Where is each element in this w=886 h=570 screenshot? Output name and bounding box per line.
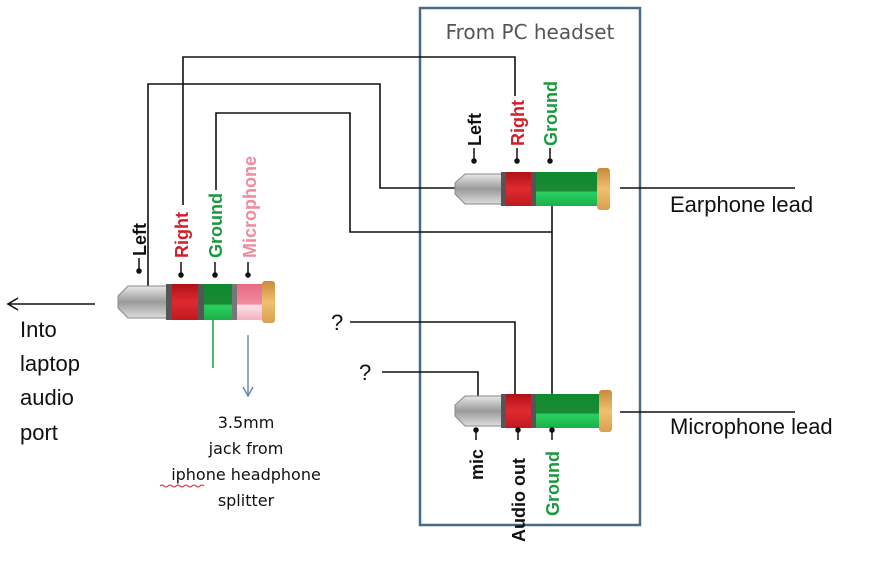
into-laptop-line-4: port <box>20 420 58 445</box>
label-pointers <box>136 148 555 440</box>
into-laptop-line-3: audio <box>20 385 74 410</box>
left-plug-label-microphone: Microphone <box>240 156 260 258</box>
into-laptop-line-2: laptop <box>20 351 80 376</box>
box-title: From PC headset <box>446 20 615 44</box>
jack-note-line-1: 3.5mm <box>218 413 275 432</box>
earphone-plug-label-right: Right <box>508 100 528 146</box>
laptop-arrow-head <box>6 297 19 311</box>
wire-ground <box>215 112 552 233</box>
left-plug-label-right: Right <box>172 212 192 258</box>
wire-left <box>147 83 460 297</box>
splitter-arrow <box>242 335 254 398</box>
earphone-plug <box>454 168 610 210</box>
unknown-1: ? <box>331 310 343 335</box>
spellcheck-underline <box>159 484 205 488</box>
left-plug <box>117 281 275 323</box>
left-plug-label-left: Left <box>130 223 150 256</box>
microphone-lead-label: Microphone lead <box>670 414 833 439</box>
unknown-2: ? <box>359 360 371 385</box>
earphone-plug-label-ground: Ground <box>541 81 561 146</box>
jack-note-line-2: jack from <box>208 439 284 458</box>
microphone-plug <box>454 390 612 432</box>
earphone-plug-label-left: Left <box>465 113 485 146</box>
microphone-plug-label-mic: mic <box>467 449 487 480</box>
left-plug-label-ground: Ground <box>206 193 226 258</box>
microphone-plug-label-ground: Ground <box>543 451 563 516</box>
wires <box>6 56 795 413</box>
pc-headset-box <box>418 6 642 527</box>
jack-note-line-3: iphone headphone <box>171 465 321 484</box>
jack-note-line-4: splitter <box>218 491 275 510</box>
wire-unknown-1 <box>350 321 516 398</box>
microphone-plug-label-audio-out: Audio out <box>509 458 529 542</box>
into-laptop-line-1: Into <box>20 317 57 342</box>
wire-right <box>182 56 516 205</box>
earphone-lead-label: Earphone lead <box>670 192 813 217</box>
